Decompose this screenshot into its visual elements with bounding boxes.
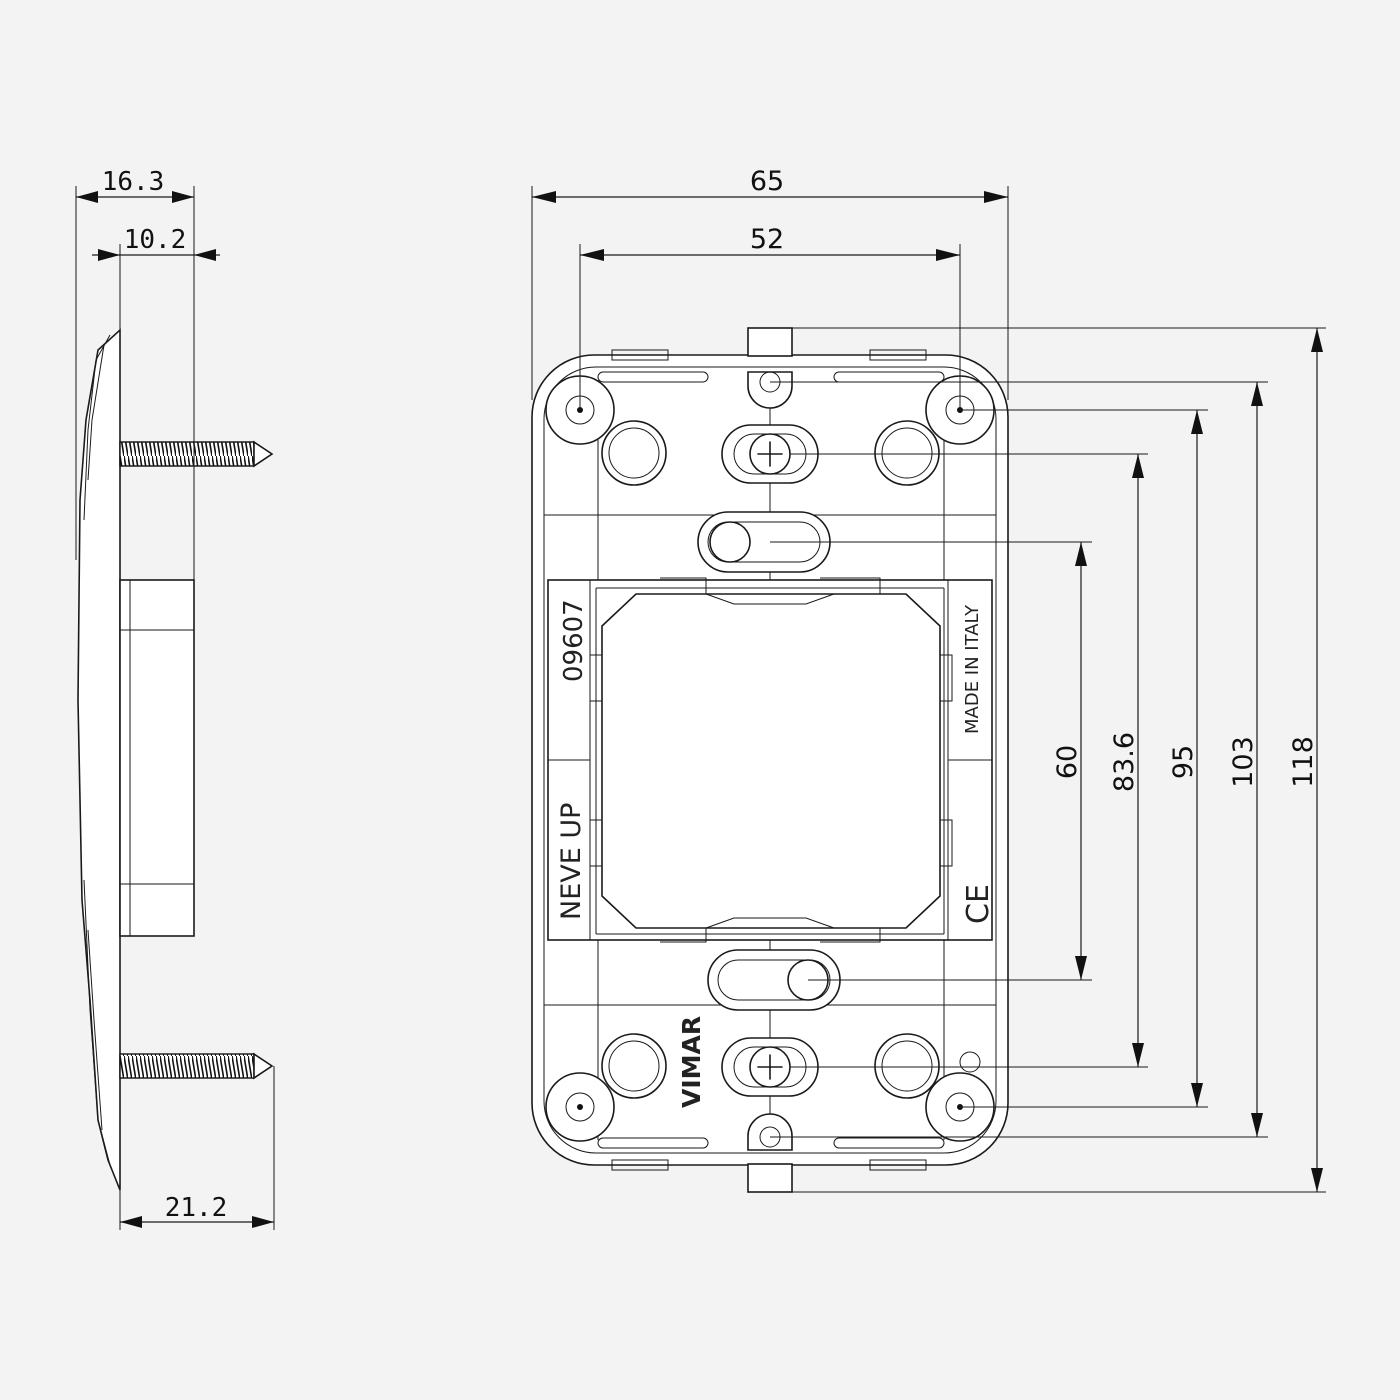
dim-hole-spacing-label: 52: [750, 224, 784, 255]
dim-screw-length-label: 21.2: [165, 1193, 228, 1223]
dim-hole-spacing: 52: [580, 224, 960, 261]
dim-top-holes-label: 103: [1228, 736, 1259, 788]
dim-corner-holes-label: 95: [1168, 745, 1199, 779]
dim-overall-depth: 16.3: [76, 167, 194, 203]
corner-hole-bottom-left: [545, 1072, 615, 1142]
inner-holes: [601, 420, 981, 1099]
dim-overall-width: 65: [532, 166, 1008, 203]
mechanism-cavity: [589, 577, 953, 943]
screw-top: [721, 424, 819, 484]
side-screw-top: [119, 440, 274, 468]
dim-screw-spacing-label: 83.6: [1109, 732, 1140, 792]
dim-screw-spacing: 83.6: [1109, 454, 1144, 1067]
dim-overall-height-label: 118: [1288, 736, 1319, 788]
side-view: 16.3 10.2 21.2: [75, 167, 275, 1230]
slot-top: [697, 511, 831, 573]
dim-overall-height: 118: [1288, 328, 1323, 1192]
dim-overall-depth-label: 16.3: [102, 167, 165, 197]
mark-ce: CE: [961, 884, 996, 924]
top-tab: [747, 327, 793, 357]
mark-brand: VIMAR: [677, 1016, 706, 1108]
dim-plate-depth: 10.2: [92, 225, 220, 261]
mark-series: NEVE UP: [556, 803, 587, 920]
dim-corner-holes: 95: [1168, 410, 1203, 1107]
center-hole-bottom: [747, 1113, 793, 1151]
dim-top-holes: 103: [1228, 382, 1263, 1137]
side-plate-profile: [77, 328, 121, 1191]
mark-origin: MADE IN ITALY: [962, 604, 983, 734]
screw-bottom: [721, 1037, 819, 1097]
mark-code: 09607: [559, 599, 589, 682]
side-mechanism-box: [119, 579, 195, 937]
front-view: 09607 NEVE UP VIMAR MADE IN ITALY CE 65: [531, 166, 1326, 1193]
dim-slot-spacing-label: 60: [1052, 745, 1083, 779]
bottom-tab: [747, 1163, 793, 1193]
center-hole-top: [747, 371, 793, 409]
dim-plate-depth-label: 10.2: [124, 225, 187, 255]
dim-overall-width-label: 65: [750, 166, 784, 197]
dim-screw-length: 21.2: [120, 1193, 274, 1228]
side-screw-bottom: [119, 1052, 274, 1080]
dim-slot-spacing: 60: [1052, 542, 1087, 980]
